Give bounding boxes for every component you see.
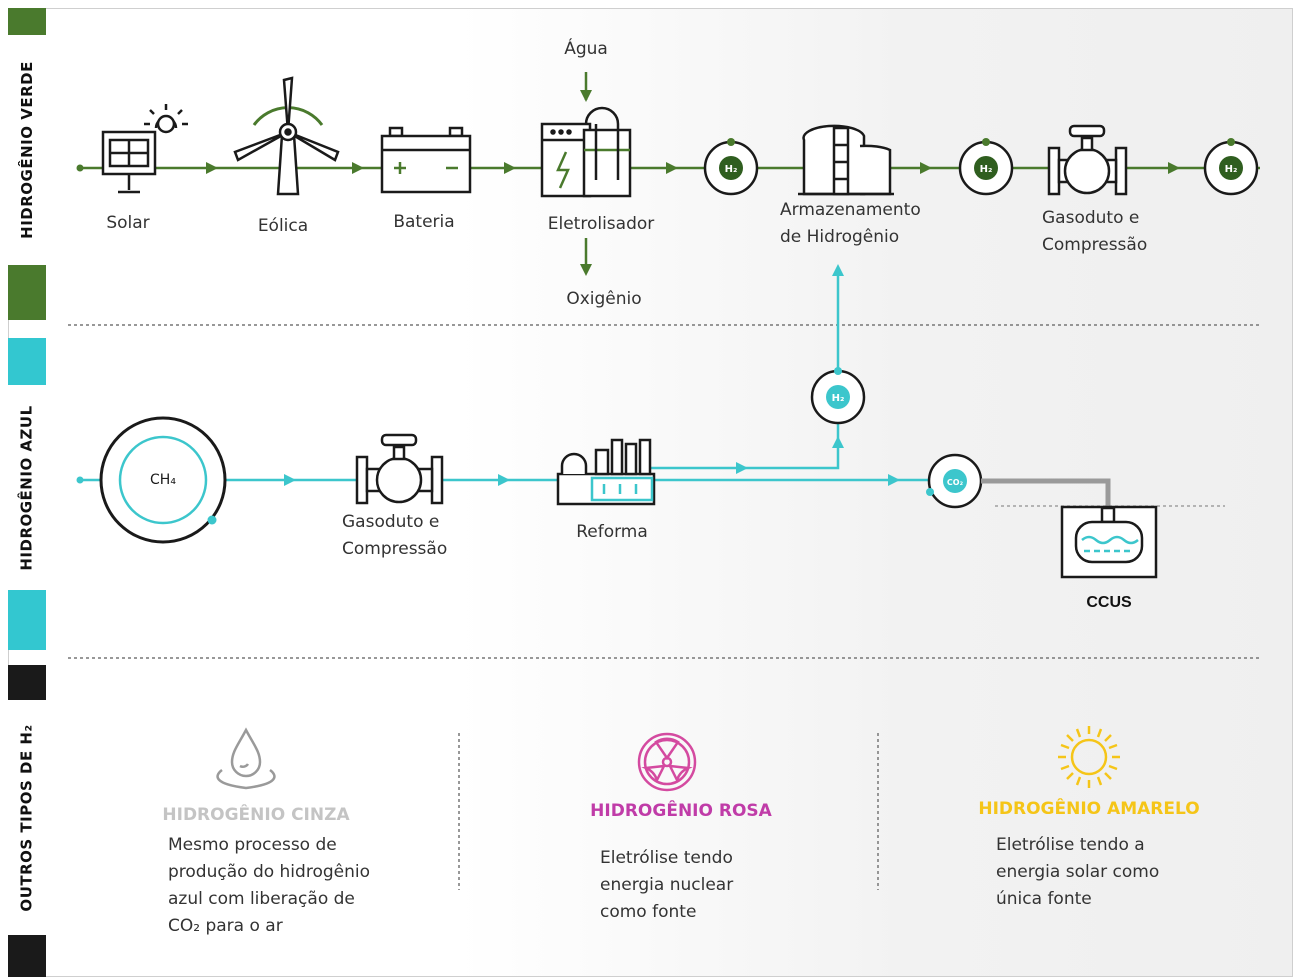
- water-drop-icon: [216, 727, 276, 790]
- electrolyzer-label: Eletrolisador: [547, 214, 655, 234]
- pipeline-green-label: Gasoduto e Compressão: [1042, 208, 1148, 255]
- electrolyzer-icon: [540, 106, 632, 198]
- methane-node: [99, 416, 227, 544]
- h2-symbol-green-1: H₂: [725, 164, 738, 175]
- pipeline-valve-icon: [1047, 124, 1128, 196]
- solar-panel-icon: [101, 104, 188, 194]
- co2-symbol: CO₂: [947, 478, 964, 487]
- others-section-label-bg: [8, 700, 46, 935]
- pink-hydrogen-text: Eletrólise tendo energia nuclear como fo…: [600, 848, 734, 922]
- solar-label: Solar: [106, 213, 150, 233]
- radiation-icon: [637, 732, 697, 792]
- methane-symbol: CH₄: [150, 472, 176, 488]
- oxygen-label: Oxigênio: [566, 289, 642, 309]
- blue-flow-arrows: [284, 264, 900, 486]
- ccus-storage-icon: [1060, 505, 1158, 579]
- pipeline-blue-label: Gasoduto e Compressão: [342, 512, 448, 559]
- storage-label: Armazenamento de Hidrogênio: [780, 200, 921, 247]
- h2-node-green-2: [958, 138, 1014, 196]
- h2-symbol-green-2: H₂: [980, 164, 993, 175]
- sun-icon: [1058, 726, 1120, 788]
- green-flow-start-dot: [76, 164, 84, 172]
- blue-flow-start-dot: [76, 476, 84, 484]
- reform-label: Reforma: [576, 522, 648, 542]
- green-flow-arrows: [206, 90, 1180, 276]
- gray-hydrogen-title: HIDROGÊNIO CINZA: [162, 805, 350, 825]
- battery-icon: [380, 126, 472, 194]
- pipeline-valve-blue-icon: [355, 433, 444, 505]
- h2-node-green-1: [703, 138, 759, 196]
- refinery-icon: [556, 438, 656, 506]
- h2-symbol-green-3: H₂: [1225, 164, 1238, 175]
- gray-hydrogen-text: Mesmo processo de produção do hidrogênio…: [168, 835, 370, 936]
- green-section-label-bg: [8, 35, 46, 265]
- storage-tank-icon: [798, 124, 894, 196]
- wind-turbine-icon: [233, 76, 340, 196]
- water-label: Água: [564, 39, 608, 59]
- wind-label: Eólica: [257, 216, 309, 236]
- h2-symbol-blue: H₂: [832, 393, 845, 404]
- pink-hydrogen-title: HIDROGÊNIO ROSA: [590, 801, 772, 821]
- h2-node-blue: [810, 367, 866, 425]
- ccus-label: CCUS: [1086, 594, 1132, 611]
- yellow-hydrogen-title: HIDROGÊNIO AMARELO: [978, 799, 1200, 819]
- battery-label: Bateria: [393, 212, 455, 232]
- blue-section-label-bg: [8, 385, 46, 590]
- yellow-hydrogen-text: Eletrólise tendo a energia solar como ún…: [996, 835, 1160, 909]
- h2-node-green-3: [1203, 138, 1259, 196]
